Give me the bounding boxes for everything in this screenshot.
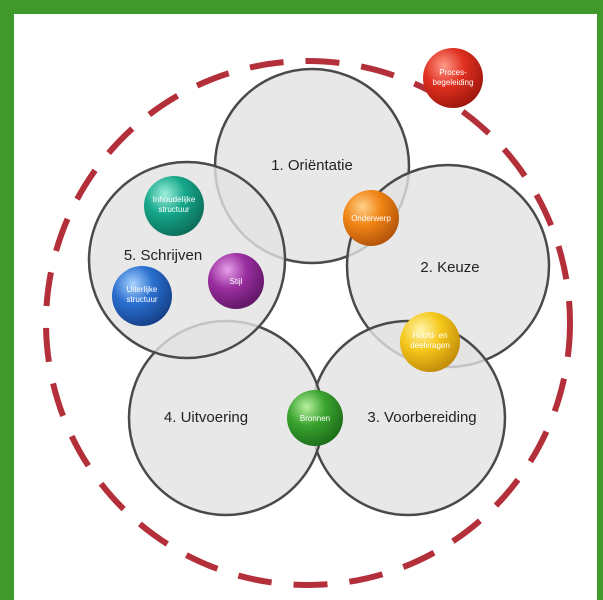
badge-label-inhoudelijke-structuur-1: Inhoudelijke [153, 195, 196, 204]
badge-onderwerp: Onderwerp [343, 190, 399, 246]
badge-inhoudelijke-structuur: Inhoudelijke structuur [144, 176, 204, 236]
badge-label-uiterlijke-structuur-1: Uiterlijke [127, 285, 158, 294]
phase-label-orientatie: 1. Oriëntatie [271, 157, 353, 174]
phase-label-keuze: 2. Keuze [420, 259, 479, 276]
phase-label-voorbereiding: 3. Voorbereiding [367, 409, 476, 426]
badge-uiterlijke-structuur: Uiterlijke structuur [112, 266, 172, 326]
phase-label-uitvoering: 4. Uitvoering [164, 409, 248, 426]
badge-label-procesbegeleiding-2: begeleiding [433, 78, 474, 87]
badge-label-uiterlijke-structuur-2: structuur [126, 295, 157, 304]
badge-label-bronnen: Bronnen [300, 414, 330, 423]
phase-label-schrijven: 5. Schrijven [124, 247, 202, 264]
badge-label-hoofd-en-deelvragen-2: deelvragen [410, 341, 450, 350]
badge-procesbegeleiding: Proces- begeleiding [423, 48, 483, 108]
badge-label-stijl: Stijl [230, 277, 243, 286]
badge-bronnen: Bronnen [287, 390, 343, 446]
badge-label-hoofd-en-deelvragen-1: Hoofd- en [412, 331, 447, 340]
badge-label-onderwerp: Onderwerp [351, 214, 391, 223]
badge-label-inhoudelijke-structuur-2: structuur [158, 205, 189, 214]
process-dashed-ring [43, 58, 573, 588]
badge-stijl: Stijl [208, 253, 264, 309]
badge-label-procesbegeleiding-1: Proces- [439, 68, 467, 77]
badge-hoofd-en-deelvragen: Hoofd- en deelvragen [400, 312, 460, 372]
